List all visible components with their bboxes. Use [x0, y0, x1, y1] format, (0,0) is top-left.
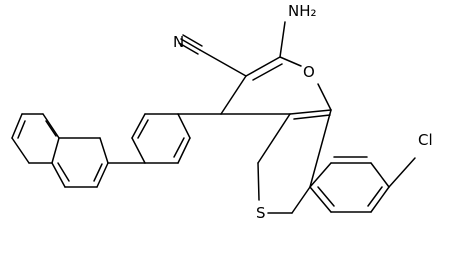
bond [370, 186, 390, 213]
bond [293, 114, 331, 120]
bond [173, 137, 185, 158]
bond [11, 137, 30, 164]
bond [180, 38, 201, 51]
bond [131, 113, 146, 139]
bond [17, 120, 26, 139]
bond [309, 186, 332, 213]
bond [220, 75, 247, 115]
bond [182, 34, 203, 47]
bond [45, 120, 57, 137]
bond [245, 56, 281, 77]
chlorobenzene-ring [309, 156, 390, 213]
bond [137, 119, 149, 139]
bond [289, 109, 332, 115]
bond [317, 186, 335, 207]
nitrile-n-label: N [173, 33, 184, 51]
bond [51, 137, 60, 164]
bond [309, 109, 332, 188]
bond [367, 186, 383, 207]
thiopyran-ring [257, 109, 332, 214]
bond [388, 157, 416, 188]
phenylene-ring [131, 113, 191, 164]
bond [93, 163, 103, 182]
bond [199, 49, 247, 77]
bond [317, 83, 332, 111]
ring-oxygen-label: O [303, 63, 315, 81]
bond [257, 113, 291, 164]
naphthalene-group [11, 113, 109, 188]
bond [177, 113, 191, 139]
bond [177, 137, 191, 164]
bond [131, 137, 146, 164]
bond [57, 162, 70, 182]
bond [291, 186, 311, 214]
chloro-label: Cl [418, 131, 433, 149]
bond [51, 162, 66, 188]
nitrile-group [178, 34, 247, 77]
bond [279, 21, 286, 58]
amino-label: NH₂ [288, 2, 317, 20]
bond [279, 56, 302, 67]
bond [11, 113, 23, 139]
bond [178, 42, 199, 55]
bond [42, 113, 60, 139]
bond [99, 137, 109, 164]
bond [309, 162, 332, 188]
bond [370, 162, 390, 188]
pyran-ring [220, 56, 332, 120]
bond [252, 63, 283, 81]
bond [96, 162, 109, 188]
ring-sulfur-label: S [256, 204, 266, 222]
bond [257, 162, 260, 201]
